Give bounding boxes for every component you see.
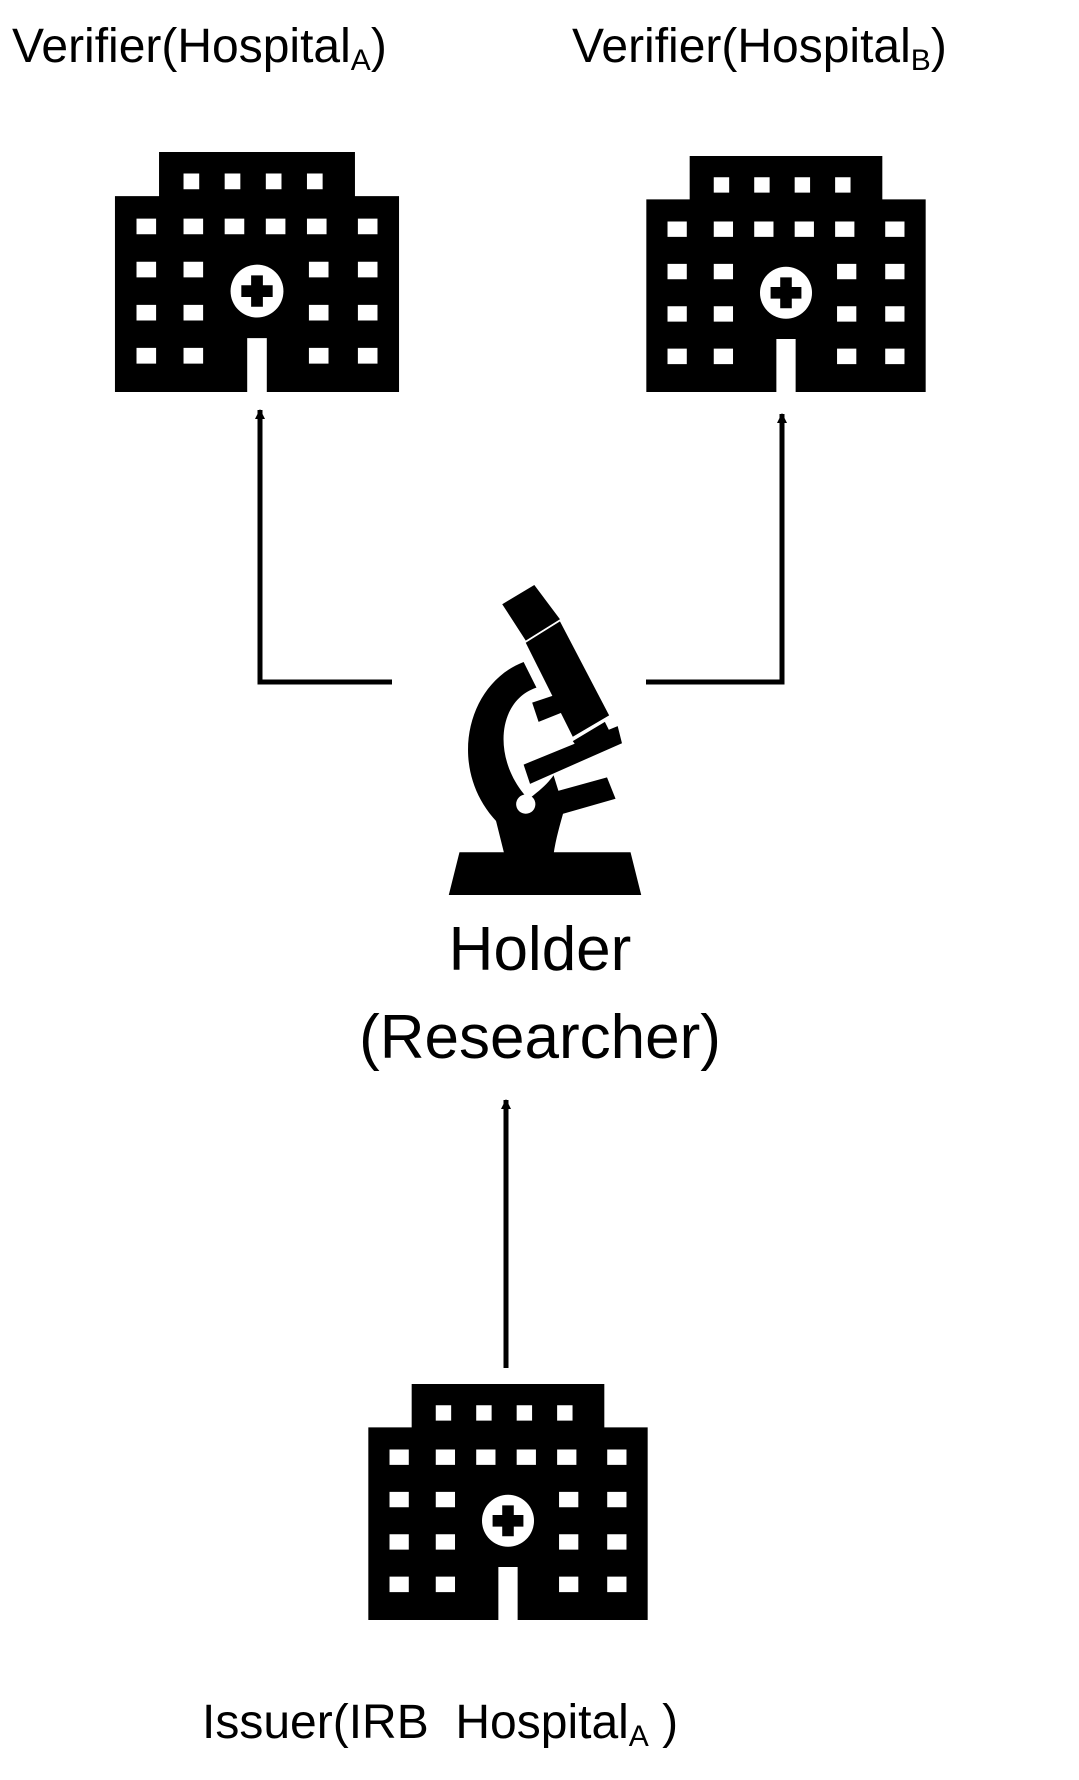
microscope-icon [448, 585, 642, 895]
issuer-label: Issuer(IRB HospitalA ) [202, 1696, 678, 1753]
verifier-b-hospital-icon [646, 156, 926, 392]
svg-text:Issuer(IRB HospitalA ): Issuer(IRB HospitalA ) [202, 1696, 678, 1753]
arrow-to-verifier-b [646, 413, 787, 685]
holder-label: Holder (Researcher) [359, 915, 721, 1072]
verifier-b-label-sub: B [911, 44, 931, 77]
connectors [255, 409, 787, 1368]
arrow-to-verifier-a [255, 409, 392, 685]
verifier-a-label: Verifier(HospitalA) [12, 20, 387, 77]
svg-text:Verifier(HospitalA): Verifier(HospitalA) [12, 20, 387, 77]
issuer-label-end: ) [649, 1696, 678, 1749]
verifier-a-hospital-icon [114, 152, 400, 392]
svg-text:Verifier(HospitalB): Verifier(HospitalB) [572, 20, 947, 77]
issuer-label-sub: A [629, 1720, 649, 1753]
issuer-hospital-icon [368, 1384, 648, 1620]
holder-label-line1: Holder [449, 915, 632, 984]
verifier-a-label-sub: A [351, 44, 371, 77]
verifier-b-label: Verifier(HospitalB) [572, 20, 947, 77]
holder-label-line2: (Researcher) [359, 1003, 721, 1072]
verifier-b-label-main: Verifier(Hospital [572, 20, 911, 73]
verifier-a-label-main: Verifier(Hospital [12, 20, 351, 73]
verifier-a-label-end: ) [371, 20, 387, 73]
verifier-b-label-end: ) [931, 20, 947, 73]
issuer-label-main: Issuer(IRB Hospital [202, 1696, 629, 1749]
